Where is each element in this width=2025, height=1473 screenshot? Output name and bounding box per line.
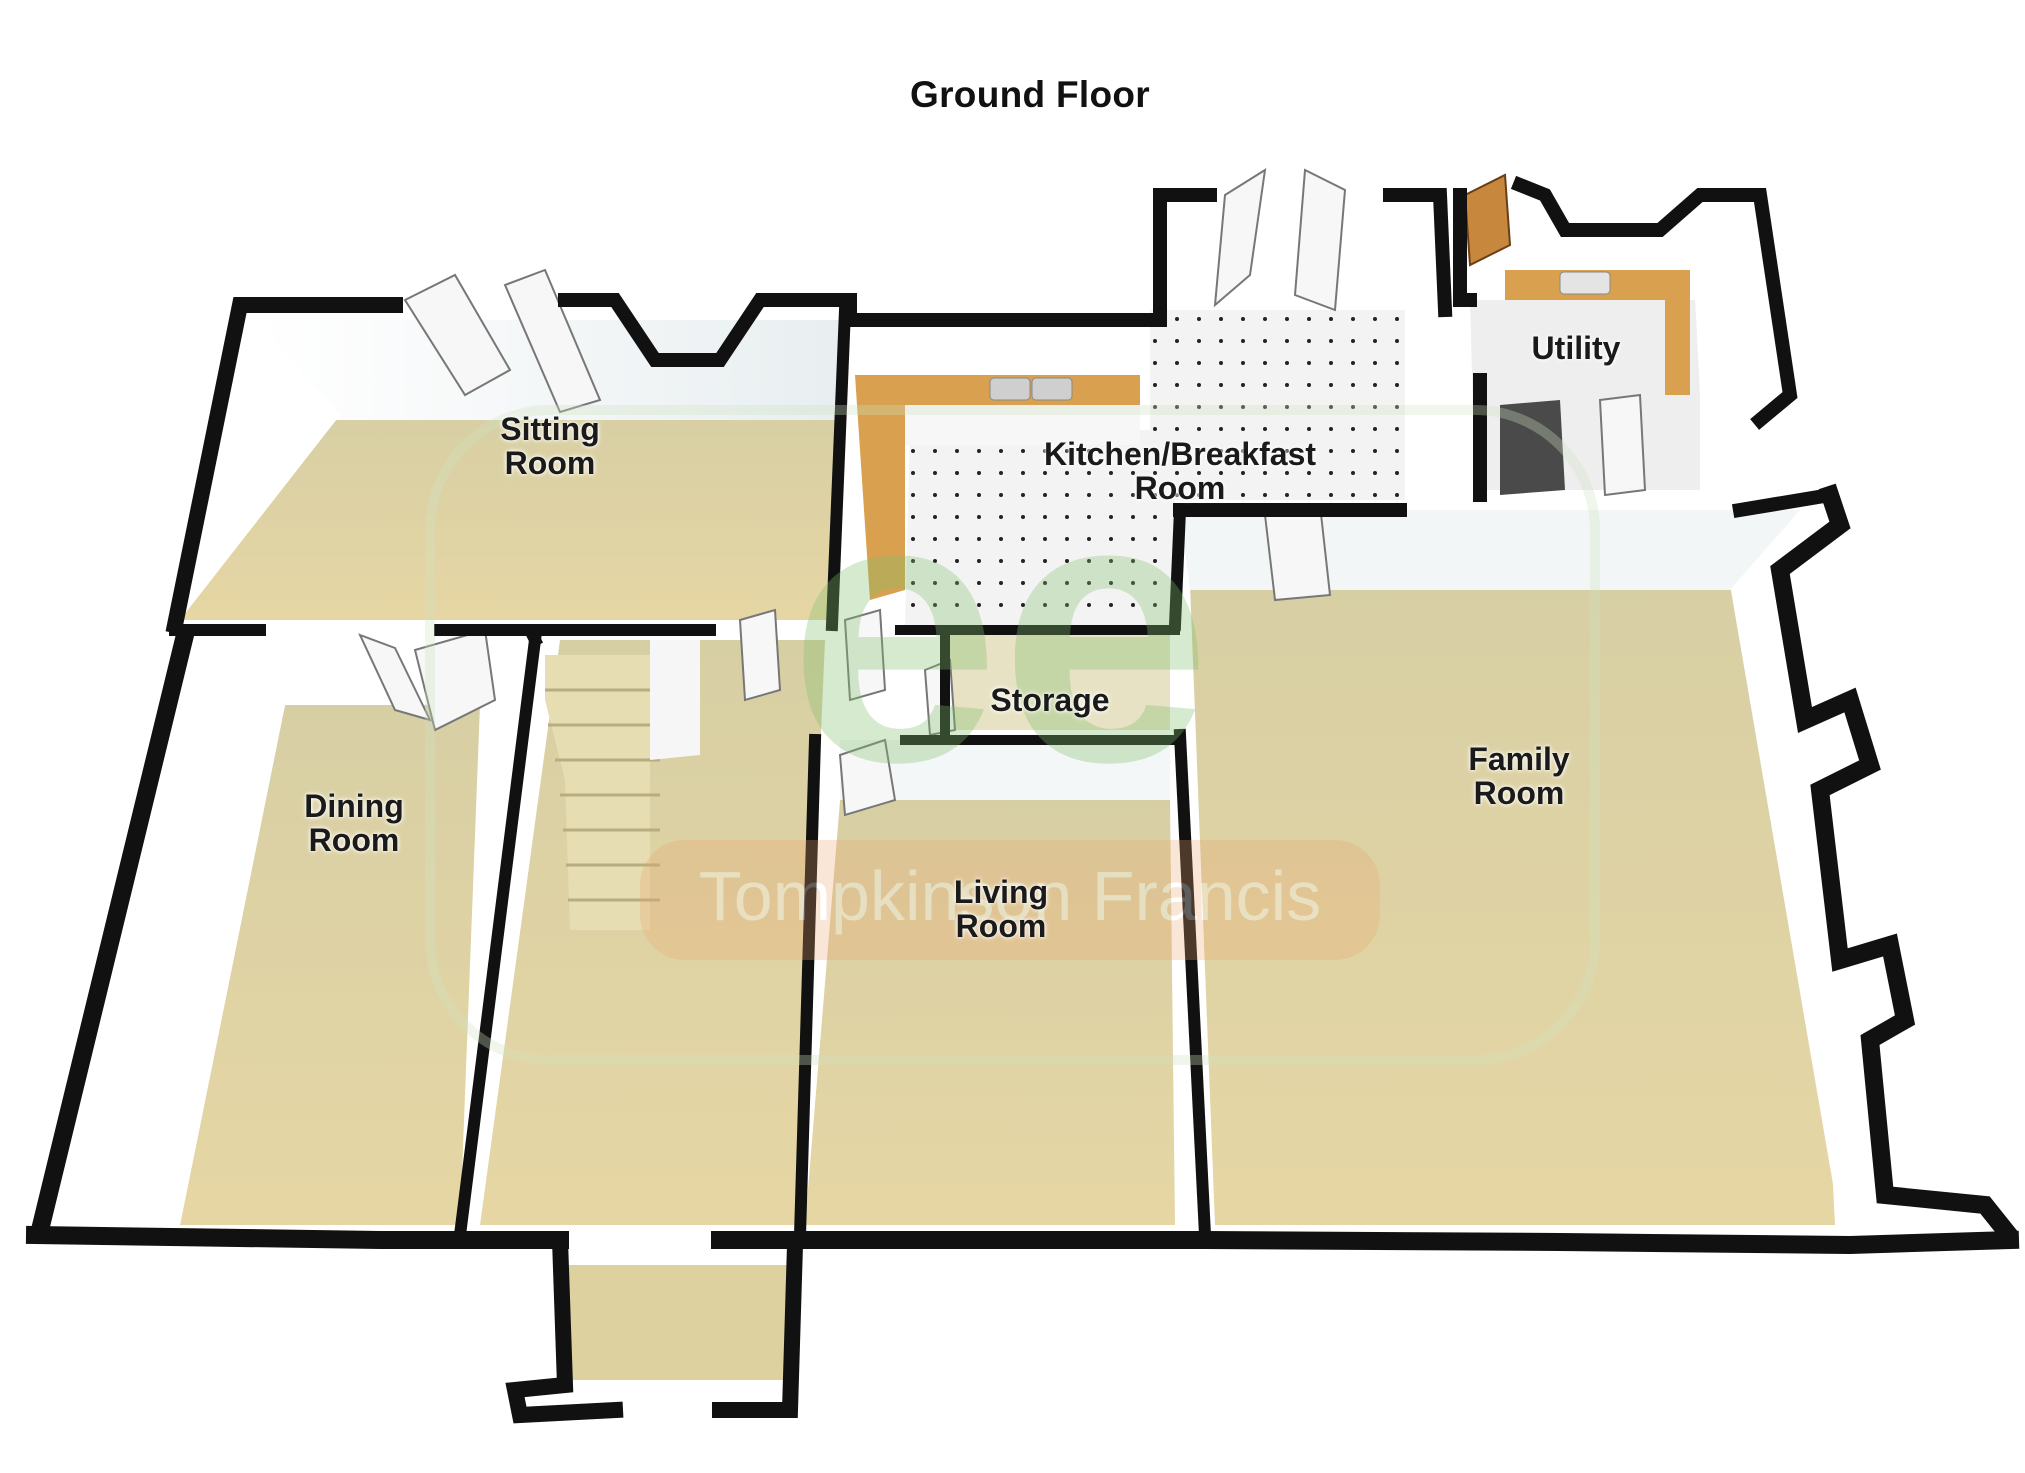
room-label-line: Room xyxy=(955,908,1047,944)
room-label-kitchen: Kitchen/Breakfast Room xyxy=(1044,437,1316,505)
watermark-logo: ee Tompkinson Francis xyxy=(425,405,1600,1065)
porch-floor xyxy=(565,1265,795,1380)
living-room-floor xyxy=(805,800,1175,1225)
family-room-floor xyxy=(1190,585,1840,1225)
dining-room-floor xyxy=(180,705,480,1225)
room-label-dining: Dining Room xyxy=(304,789,404,857)
room-label-line: Living xyxy=(953,874,1049,910)
hall-floor xyxy=(465,640,825,1225)
room-label-line: Sitting xyxy=(500,411,600,447)
walls xyxy=(25,175,2020,1424)
door-panels xyxy=(358,168,1647,817)
room-label-line: Room xyxy=(308,822,400,858)
room-label-line: Utility xyxy=(1531,330,1621,366)
room-label-storage: Storage xyxy=(990,683,1109,717)
utility-worktop xyxy=(1505,270,1690,395)
room-label-line: Family xyxy=(1468,741,1570,777)
staircase xyxy=(545,640,700,930)
room-label-line: Room xyxy=(1473,775,1565,811)
room-label-line: Room xyxy=(504,445,596,481)
kitchen-worktop xyxy=(855,375,1140,600)
room-label-sitting: Sitting Room xyxy=(500,412,600,480)
room-label-line: Room xyxy=(1134,470,1226,506)
room-label-line: Storage xyxy=(990,682,1110,718)
room-label-family: Family Room xyxy=(1468,742,1569,810)
room-label-utility: Utility xyxy=(1532,331,1621,365)
room-label-line: Dining xyxy=(304,788,404,824)
page-title: Ground Floor xyxy=(910,74,1150,115)
sitting-room-floor xyxy=(180,415,840,620)
watermark-caption: Tompkinson Francis xyxy=(699,857,1321,935)
kitchen-floor xyxy=(905,310,1405,625)
room-label-line: Kitchen/Breakfast xyxy=(1043,436,1317,472)
room-label-living: Living Room xyxy=(954,875,1048,943)
front-door xyxy=(1463,173,1512,267)
watermark-logo-letters: ee xyxy=(789,416,1212,841)
storage-floor xyxy=(945,635,1170,730)
